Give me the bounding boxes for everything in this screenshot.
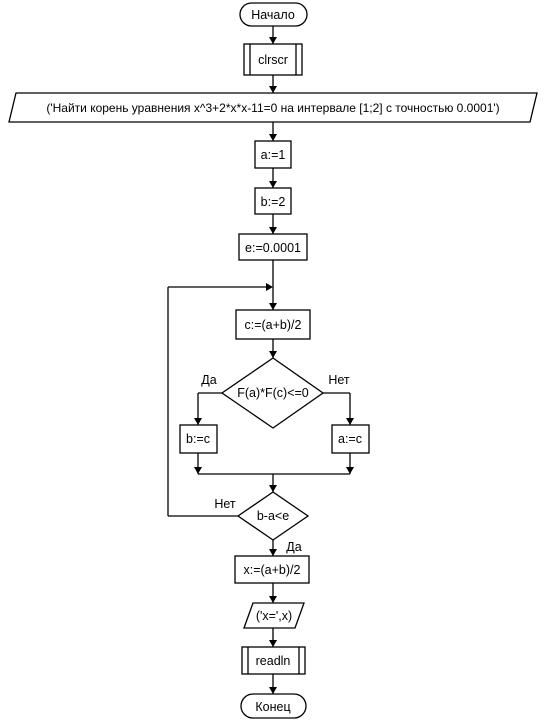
yes-branch-label: Да bbox=[201, 373, 216, 387]
clrscr-label: clrscr bbox=[258, 53, 288, 67]
assign-c-block: c:=(a+b)/2 bbox=[235, 309, 311, 340]
assign-x-block: x:=(a+b)/2 bbox=[234, 555, 310, 584]
readln-subroutine: readln bbox=[241, 646, 306, 675]
assign-e-label: e:=0.0001 bbox=[245, 241, 301, 255]
assign-a-c-block: a:=c bbox=[331, 424, 370, 454]
assign-b-block: b:=2 bbox=[254, 187, 292, 215]
end-label: Конец bbox=[255, 700, 290, 714]
assign-a-c-label: a:=c bbox=[338, 432, 362, 446]
start-terminator: Начало bbox=[239, 2, 308, 27]
precision-decision-label: b-a<e bbox=[257, 509, 289, 523]
precision-decision: b-a<e bbox=[236, 491, 310, 541]
task-output-label: ('Найти корень уравнения x^3+2*x*x-11=0 … bbox=[46, 101, 499, 115]
assign-c-label: c:=(a+b)/2 bbox=[245, 318, 302, 332]
task-output-block: ('Найти корень уравнения x^3+2*x*x-11=0 … bbox=[8, 92, 538, 123]
sign-decision-label: F(a)*F(c)<=0 bbox=[237, 386, 309, 400]
end-terminator: Конец bbox=[240, 693, 307, 719]
assign-a-block: a:=1 bbox=[254, 140, 292, 169]
output-x-block: ('x=',x) bbox=[243, 602, 305, 629]
connectors bbox=[167, 26, 351, 694]
no-branch-label: Нет bbox=[328, 373, 350, 387]
clrscr-subroutine: clrscr bbox=[243, 43, 303, 76]
assign-b-c-label: b:=c bbox=[186, 432, 210, 446]
sign-decision: F(a)*F(c)<=0 bbox=[220, 357, 325, 429]
output-x-label: ('x=',x) bbox=[256, 609, 292, 623]
assign-b-c-block: b:=c bbox=[179, 424, 218, 454]
exit-yes-label: Да bbox=[286, 540, 301, 554]
arrowheads bbox=[194, 37, 354, 694]
assign-a-label: a:=1 bbox=[261, 148, 286, 162]
assign-x-label: x:=(a+b)/2 bbox=[244, 563, 301, 577]
loop-no-label: Нет bbox=[214, 497, 236, 511]
assign-b-label: b:=2 bbox=[261, 195, 286, 209]
readln-label: readln bbox=[256, 654, 291, 668]
assign-e-block: e:=0.0001 bbox=[238, 233, 308, 261]
start-label: Начало bbox=[251, 8, 295, 22]
